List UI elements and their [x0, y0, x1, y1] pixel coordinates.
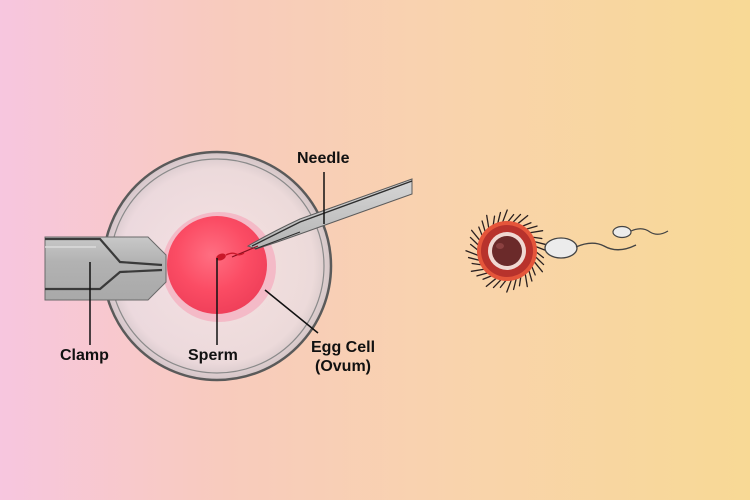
leader-lines: [89, 172, 325, 345]
clamp-label: Clamp: [60, 347, 109, 364]
swimming-sperm-icon: [544, 237, 637, 259]
swimming-sperm-small-icon: [612, 225, 669, 239]
injected-sperm-head: [216, 253, 226, 261]
injected-sperm-tail: [225, 252, 245, 256]
ovum-with-cilia-icon: [465, 209, 549, 293]
egg-cell-label: Egg Cell (Ovum): [311, 338, 375, 376]
needle-pipette: [231, 178, 413, 258]
egg-cell-label-line2: (Ovum): [315, 358, 371, 375]
clamp-pipette: [44, 236, 167, 301]
egg-cell-label-line1: Egg Cell: [311, 339, 376, 356]
sperm-label: Sperm: [188, 347, 238, 364]
egg-leader: [264, 289, 319, 334]
needle-label: Needle: [297, 150, 350, 167]
